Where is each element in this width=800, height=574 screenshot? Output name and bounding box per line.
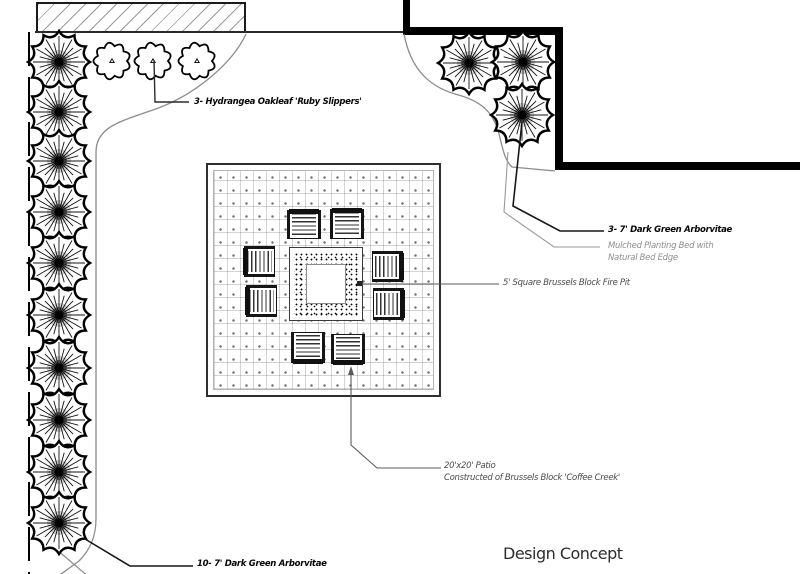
house-wall-segment [403,27,563,35]
north-boundary-line [35,31,405,33]
house-wall-segment [555,162,800,170]
arborvitae-hedge-west [26,29,92,556]
leader-patio [350,371,441,469]
mulched-bed-label-line1: Mulched Planting Bed with [608,241,714,251]
bed-edge-cross-mark [55,548,87,574]
hydrangea-label: 3- Hydrangea Oakleaf 'Ruby Slippers' [194,97,362,107]
chair [287,209,321,239]
patio-label-line1: 20'x20' Patio [444,461,496,471]
leader-firepit-anchor [357,281,362,286]
leader-arborvitae-northeast [512,121,604,232]
house-wall-segment [403,0,410,34]
patio-label-line2: Constructed of Brussels Block 'Coffee Cr… [444,473,620,483]
arborvitae-west-label: 10- 7' Dark Green Arborvitae [197,559,327,569]
chair [373,288,405,320]
chair [330,208,364,239]
arborvitae-northeast-label: 3- 7' Dark Green Arborvitae [608,225,732,235]
chair [331,334,365,365]
chair [291,332,325,364]
bed-edge-west [60,33,247,574]
sheet-title: Design Concept [503,544,623,563]
bed-edge-northeast [403,33,556,172]
chair [243,246,275,277]
leader-arborvitae-west [84,538,193,567]
hatched-building-footprint [36,2,246,33]
fire-pit-label: 5' Square Brussels Block Fire Pit [503,278,630,288]
house-wall-segment [555,27,563,170]
mulched-bed-label-line2: Natural Bed Edge [608,253,678,263]
leader-patio-arrowhead [348,366,354,375]
property-line-dashed [28,32,30,574]
fire-pit-opening [306,264,346,304]
leader-mulched-bed [503,151,600,248]
arborvitae-group-northeast [436,29,556,148]
chair [372,251,404,282]
leader-hydrangea [153,59,189,103]
chair [245,285,277,317]
fire-pit [289,247,363,321]
